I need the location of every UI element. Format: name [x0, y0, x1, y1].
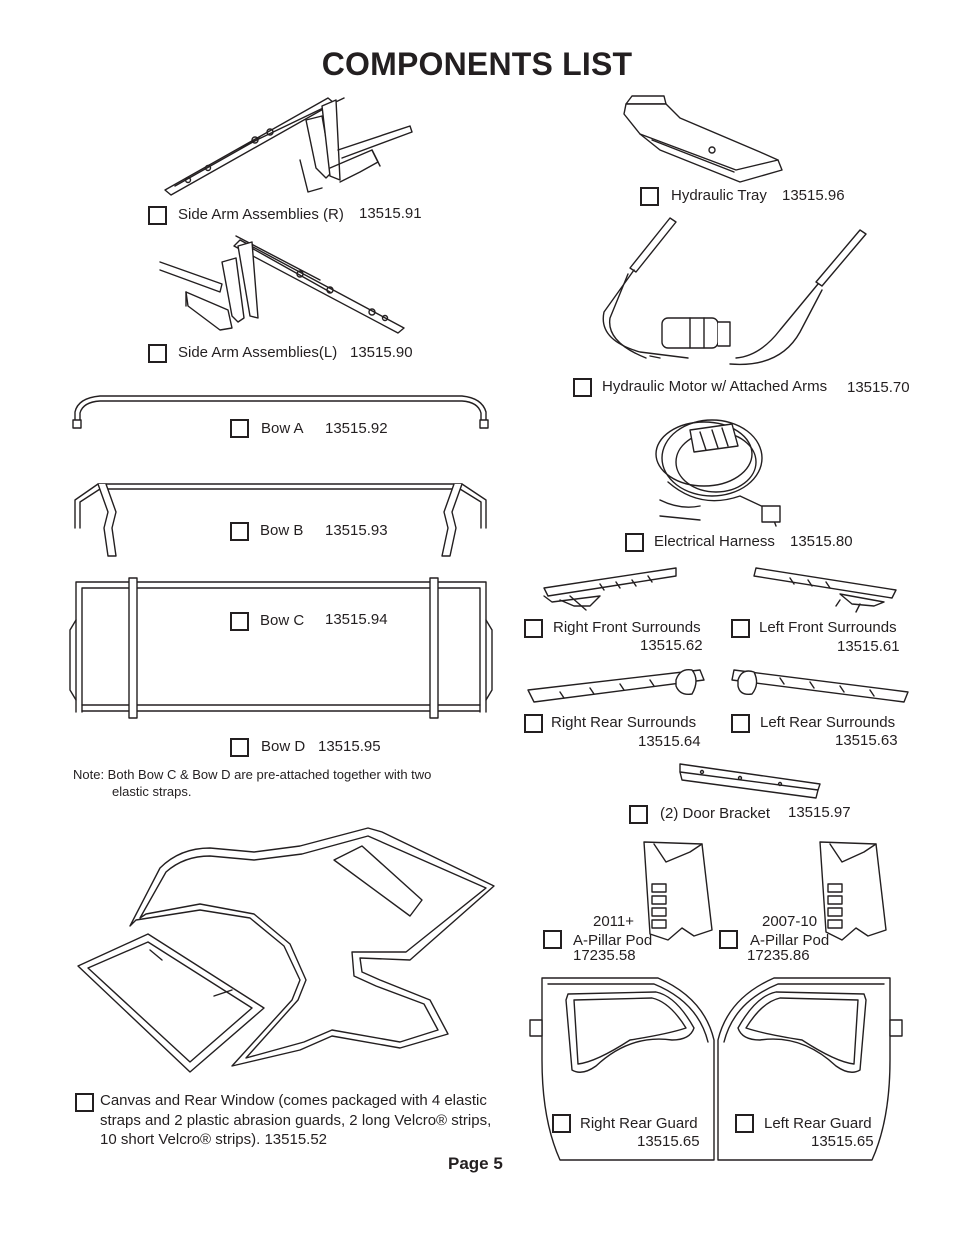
door-bracket-drawing	[679, 763, 821, 799]
bow-c-d-drawing	[69, 577, 493, 719]
side-arm-l-checkbox[interactable]	[148, 344, 167, 363]
hydraulic-tray-checkbox[interactable]	[640, 187, 659, 206]
page-title: COMPONENTS LIST	[321, 46, 633, 82]
electrical-harness-drawing	[655, 419, 781, 527]
bow-a-part: 13515.92	[325, 420, 388, 437]
bow-c-label: Bow C	[260, 612, 305, 629]
left-front-surrounds-part: 13515.61	[837, 638, 900, 655]
right-rear-guard-label: Right Rear Guard	[580, 1115, 698, 1132]
right-rear-surrounds-part: 13515.64	[638, 733, 701, 750]
canvas-checkbox[interactable]	[75, 1093, 94, 1112]
right-rear-surrounds-checkbox[interactable]	[524, 714, 543, 733]
canvas-line1: Canvas and Rear Window (comes packaged w…	[100, 1092, 487, 1109]
bow-d-part: 13515.95	[318, 738, 381, 755]
canvas-line2: straps and 2 plastic abrasion guards, 2 …	[100, 1111, 492, 1129]
a-pillar-2011-year: 2011+	[593, 913, 635, 930]
page-number: Page 5	[448, 1154, 503, 1173]
hydraulic-tray-label: Hydraulic Tray	[671, 187, 767, 204]
door-bracket-part: 13515.97	[788, 804, 851, 821]
right-front-surrounds-checkbox[interactable]	[524, 619, 543, 638]
left-rear-guard-label: Left Rear Guard	[764, 1115, 872, 1132]
bow-b-part: 13515.93	[325, 522, 388, 539]
right-front-surrounds-drawing	[543, 567, 677, 611]
bow-b-checkbox[interactable]	[230, 522, 249, 541]
a-pillar-2007-part: 17235.86	[747, 947, 810, 964]
left-rear-surrounds-label: Left Rear Surrounds	[760, 714, 896, 731]
door-bracket-checkbox[interactable]	[629, 805, 648, 824]
right-front-surrounds-label: Right Front Surrounds	[553, 619, 701, 636]
left-rear-surrounds-part: 13515.63	[835, 732, 898, 749]
bow-note: Note: Both Bow C & Bow D are pre-attache…	[73, 766, 431, 800]
canvas-description: Canvas and Rear Window (comes packaged w…	[100, 1091, 520, 1150]
right-rear-guard-part: 13515.65	[637, 1133, 700, 1150]
left-rear-guard-drawing	[717, 977, 903, 1161]
left-front-surrounds-drawing	[753, 567, 897, 613]
bow-a-drawing	[72, 395, 489, 429]
bow-a-checkbox[interactable]	[230, 419, 249, 438]
bow-note-line2: elastic straps.	[112, 784, 192, 799]
hydraulic-tray-part: 13515.96	[782, 187, 845, 204]
right-rear-surrounds-drawing	[527, 669, 705, 703]
side-arm-l-label: Side Arm Assemblies(L)	[178, 344, 338, 361]
bow-b-label: Bow B	[260, 522, 304, 539]
bow-c-checkbox[interactable]	[230, 612, 249, 631]
left-front-surrounds-checkbox[interactable]	[731, 619, 750, 638]
right-rear-surrounds-label: Right Rear Surrounds	[551, 714, 697, 731]
left-rear-surrounds-drawing	[731, 669, 909, 703]
electrical-harness-checkbox[interactable]	[625, 533, 644, 552]
electrical-harness-label: Electrical Harness	[654, 533, 775, 550]
left-front-surrounds-label: Left Front Surrounds	[759, 619, 897, 636]
a-pillar-2007-year: 2007-10	[762, 913, 818, 930]
a-pillar-2011-drawing	[643, 841, 713, 941]
a-pillar-2011-part: 17235.58	[573, 947, 636, 964]
a-pillar-2011-label: A-Pillar Pod	[573, 932, 653, 949]
a-pillar-2011-checkbox[interactable]	[543, 930, 562, 949]
bow-note-line1: Note: Both Bow C & Bow D are pre-attache…	[73, 767, 432, 782]
right-rear-guard-checkbox[interactable]	[552, 1114, 571, 1133]
hydraulic-tray-drawing	[623, 95, 783, 183]
left-rear-guard-part: 13515.65	[811, 1133, 874, 1150]
bow-d-checkbox[interactable]	[230, 738, 249, 757]
bow-d-label: Bow D	[261, 738, 306, 755]
hydraulic-motor-checkbox[interactable]	[573, 378, 592, 397]
bow-a-label: Bow A	[261, 420, 304, 437]
side-arm-r-part: 13515.91	[359, 205, 422, 222]
right-front-surrounds-part: 13515.62	[640, 637, 703, 654]
a-pillar-2007-drawing	[819, 841, 887, 941]
canvas-drawing	[77, 827, 495, 1073]
bow-b-drawing	[74, 483, 487, 557]
left-rear-surrounds-checkbox[interactable]	[731, 714, 750, 733]
canvas-line3: 10 short Velcro® strips). 13515.52	[100, 1131, 328, 1148]
hydraulic-motor-part: 13515.70	[847, 379, 910, 396]
a-pillar-2007-label: A-Pillar Pod	[750, 932, 830, 949]
side-arm-r-label: Side Arm Assemblies (R)	[178, 206, 344, 223]
a-pillar-2007-checkbox[interactable]	[719, 930, 738, 949]
bow-c-part: 13515.94	[325, 611, 388, 628]
side-arm-l-part: 13515.90	[350, 344, 413, 361]
hydraulic-motor-drawing	[602, 217, 867, 366]
hydraulic-motor-label: Hydraulic Motor w/ Attached Arms	[602, 378, 828, 395]
left-rear-guard-checkbox[interactable]	[735, 1114, 754, 1133]
side-arm-r-drawing	[164, 97, 413, 196]
door-bracket-label: (2) Door Bracket	[660, 805, 771, 822]
right-rear-guard-drawing	[529, 977, 715, 1161]
electrical-harness-part: 13515.80	[790, 533, 853, 550]
side-arm-r-checkbox[interactable]	[148, 206, 167, 225]
side-arm-l-drawing	[159, 235, 405, 334]
